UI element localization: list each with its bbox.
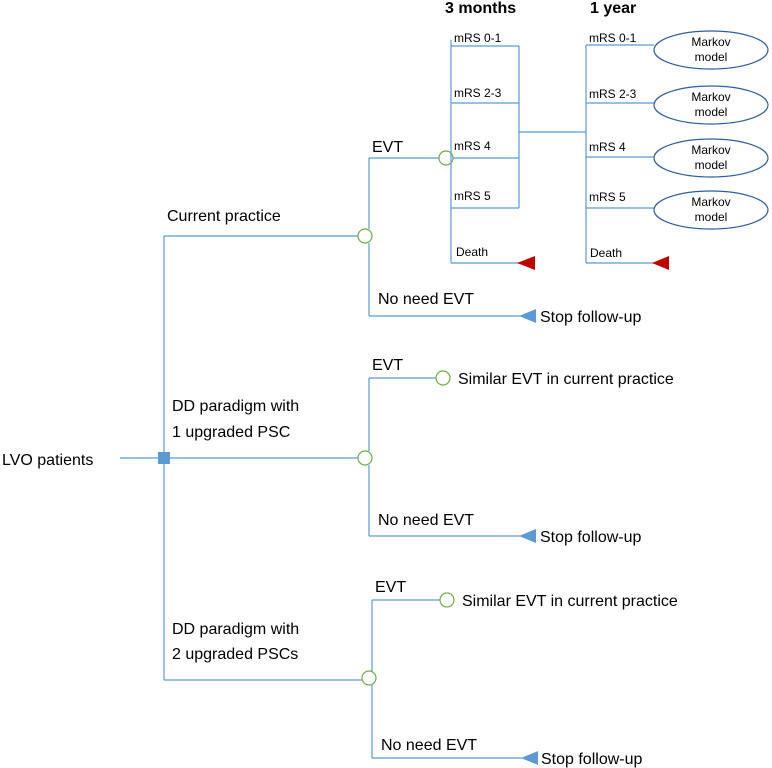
one-year-state-mrs01: mRS 0-1 xyxy=(589,31,637,45)
stop-label-2: Stop follow-up xyxy=(540,529,641,546)
three-month-state-death: Death xyxy=(456,245,488,259)
one-year-state-mrs5: mRS 5 xyxy=(589,190,626,204)
markov-node-mrs23: Markov model xyxy=(653,85,769,125)
arm-dd1-label-line1: DD paradigm with xyxy=(172,398,299,415)
stop-terminal-3 xyxy=(521,751,538,765)
markov-node-mrs5: Markov model xyxy=(653,190,769,230)
current-evt-label: EVT xyxy=(372,139,403,156)
stop-label-1: Stop follow-up xyxy=(540,309,641,326)
stop-terminal-1 xyxy=(519,309,536,323)
markov-label-line1: Markov xyxy=(691,143,730,157)
header-3-months: 3 months xyxy=(445,0,516,17)
arm-dd2-label-line2: 2 upgraded PSCs xyxy=(172,646,298,663)
markov-label-line2: model xyxy=(695,50,728,64)
dd2-evt-label: EVT xyxy=(375,579,406,596)
chance-node-dd2-evt xyxy=(439,592,455,608)
three-month-state-mrs5: mRS 5 xyxy=(454,189,491,203)
root-label: LVO patients xyxy=(2,452,93,469)
markov-label-line1: Markov xyxy=(691,35,730,49)
dd1-evt-label: EVT xyxy=(372,357,403,374)
chance-node-dd1 xyxy=(357,450,373,466)
chance-node-dd2 xyxy=(361,670,377,686)
dd1-similar-label: Similar EVT in current practice xyxy=(458,371,674,388)
header-1-year: 1 year xyxy=(590,0,636,17)
arm-dd1-label-line2: 1 upgraded PSC xyxy=(172,424,290,441)
death-terminal-3m xyxy=(517,256,535,270)
one-year-state-mrs4: mRS 4 xyxy=(589,140,626,154)
markov-label-line1: Markov xyxy=(691,90,730,104)
three-month-state-mrs01: mRS 0-1 xyxy=(454,31,502,45)
markov-label-line2: model xyxy=(695,210,728,224)
dd1-noevt-label: No need EVT xyxy=(378,512,474,529)
three-month-state-mrs4: mRS 4 xyxy=(454,139,491,153)
current-noevt-label: No need EVT xyxy=(378,291,474,308)
arm-dd2-label-line1: DD paradigm with xyxy=(172,621,299,638)
markov-label-line1: Markov xyxy=(691,195,730,209)
arm-current-practice-label: Current practice xyxy=(167,208,281,225)
stop-terminal-2 xyxy=(519,529,536,543)
three-month-state-mrs23: mRS 2-3 xyxy=(454,86,502,100)
chance-node-dd1-evt xyxy=(435,370,451,386)
one-year-state-death: Death xyxy=(590,246,622,260)
chance-node-current-practice xyxy=(357,228,373,244)
markov-node-mrs4: Markov model xyxy=(653,138,769,178)
markov-label-line2: model xyxy=(695,105,728,119)
stop-label-3: Stop follow-up xyxy=(541,751,642,768)
dd2-similar-label: Similar EVT in current practice xyxy=(462,593,678,610)
markov-node-mrs01: Markov model xyxy=(653,30,769,70)
one-year-state-mrs23: mRS 2-3 xyxy=(589,87,637,101)
dd2-noevt-label: No need EVT xyxy=(381,737,477,754)
markov-label-line2: model xyxy=(695,158,728,172)
death-terminal-1y xyxy=(652,256,669,270)
